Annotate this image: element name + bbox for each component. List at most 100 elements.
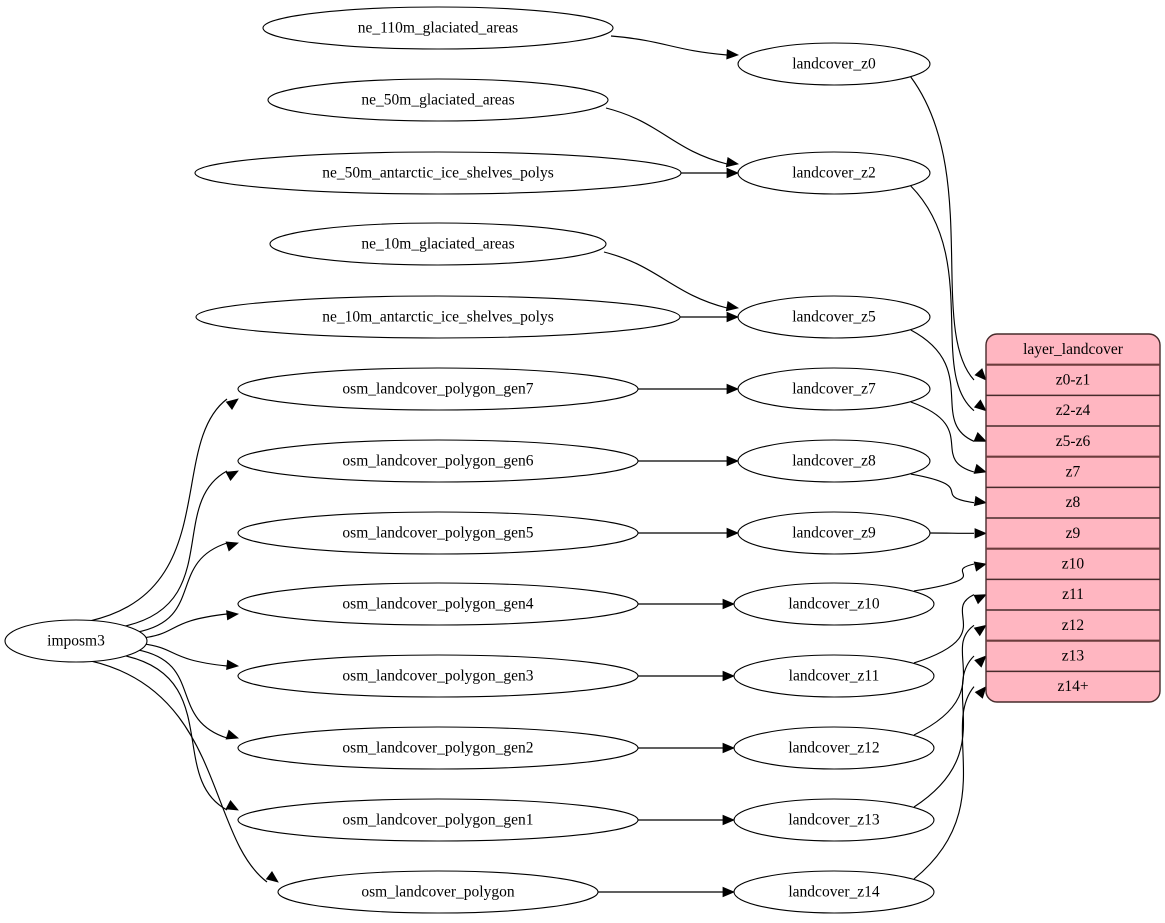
edge-landcover_z0-to-table-row-0 <box>910 76 987 381</box>
node-ne_10m_glaciated_areas[interactable]: ne_10m_glaciated_areas <box>269 222 607 266</box>
node-osm_landcover_polygon_gen3[interactable]: osm_landcover_polygon_gen3 <box>237 654 639 698</box>
node-ne_50m_glaciated_areas[interactable]: ne_50m_glaciated_areas <box>267 78 609 122</box>
node-landcover_z11[interactable]: landcover_z11 <box>733 654 935 698</box>
node-landcover_z14[interactable]: landcover_z14 <box>733 870 935 914</box>
layer-table-row-label: z8 <box>1066 494 1081 511</box>
node-label: landcover_z9 <box>792 525 876 542</box>
node-imposm3[interactable]: imposm3 <box>4 619 148 663</box>
edge-imposm3-to-osm_landcover_polygon_gen6 <box>123 470 239 628</box>
node-label: osm_landcover_polygon <box>361 884 515 901</box>
edge-osm_landcover_polygon_gen1-to-landcover_z13 <box>638 814 736 826</box>
node-label: ne_50m_glaciated_areas <box>361 92 514 109</box>
node-ne_10m_antarctic_ice_shelves_polys[interactable]: ne_10m_antarctic_ice_shelves_polys <box>195 295 681 339</box>
layer-table-row-z10[interactable]: z10 <box>986 549 1160 580</box>
edge-osm_landcover_polygon_gen6-to-landcover_z8 <box>638 455 740 467</box>
node-label: landcover_z7 <box>792 381 876 398</box>
node-landcover_z13[interactable]: landcover_z13 <box>733 798 935 842</box>
node-label: osm_landcover_polygon_gen6 <box>342 453 533 470</box>
edge-landcover_z11-to-table-row-7 <box>913 594 987 664</box>
node-label: ne_110m_glaciated_areas <box>358 20 518 37</box>
layer-table-row-z2-z4[interactable]: z2-z4 <box>986 395 1160 426</box>
node-osm_landcover_polygon_gen6[interactable]: osm_landcover_polygon_gen6 <box>237 439 639 483</box>
node-landcover_z9[interactable]: landcover_z9 <box>737 511 931 555</box>
node-label: landcover_z11 <box>789 668 880 685</box>
edge-ne_110m_glaciated_areas-to-landcover_z0 <box>610 35 740 60</box>
node-label: ne_10m_antarctic_ice_shelves_polys <box>322 309 554 326</box>
layer-table-row-label: z11 <box>1062 586 1084 603</box>
layer-table-row-z9[interactable]: z9 <box>986 518 1160 549</box>
node-label: landcover_z14 <box>788 884 879 901</box>
node-label: landcover_z5 <box>792 309 876 326</box>
node-landcover_z2[interactable]: landcover_z2 <box>737 151 931 195</box>
node-landcover_z8[interactable]: landcover_z8 <box>737 439 931 483</box>
edge-imposm3-to-osm_landcover_polygon <box>90 660 279 883</box>
node-osm_landcover_polygon_gen7[interactable]: osm_landcover_polygon_gen7 <box>237 367 639 411</box>
layer-table-row-label: z9 <box>1066 525 1081 542</box>
layer-table-row-label: z5-z6 <box>1056 433 1091 450</box>
node-label: landcover_z13 <box>788 812 879 829</box>
node-label: osm_landcover_polygon_gen5 <box>342 525 533 542</box>
edge-osm_landcover_polygon_gen3-to-landcover_z11 <box>638 670 736 682</box>
nodes-layer: imposm3 ne_110m_glaciated_areas ne_50m_gla… <box>4 6 935 914</box>
node-label: landcover_z2 <box>792 165 876 182</box>
edge-landcover_z2-to-table-row-1 <box>910 185 987 412</box>
edge-osm_landcover_polygon_gen7-to-landcover_z7 <box>638 383 740 395</box>
layer-table-row-z5-z6[interactable]: z5-z6 <box>986 426 1160 457</box>
edges-layer <box>89 35 988 898</box>
node-osm_landcover_polygon[interactable]: osm_landcover_polygon <box>277 870 599 914</box>
node-osm_landcover_polygon_gen5[interactable]: osm_landcover_polygon_gen5 <box>237 511 639 555</box>
node-landcover_z7[interactable]: landcover_z7 <box>737 367 931 411</box>
layer-table-row-z0-z1[interactable]: z0-z1 <box>986 365 1160 396</box>
edge-ne_10m_antarctic_ice_shelves_polys-to-landcover_z5 <box>678 311 740 323</box>
node-label: osm_landcover_polygon_gen7 <box>342 381 533 398</box>
edge-osm_landcover_polygon_gen5-to-landcover_z9 <box>638 527 740 539</box>
node-landcover_z5[interactable]: landcover_z5 <box>737 295 931 339</box>
node-label: ne_50m_antarctic_ice_shelves_polys <box>322 165 554 182</box>
layer-table-row-z14+[interactable]: z14+ <box>986 671 1160 702</box>
node-ne_110m_glaciated_areas[interactable]: ne_110m_glaciated_areas <box>262 6 614 50</box>
edge-landcover_z13-to-table-row-9 <box>913 655 987 808</box>
layer-landcover-table[interactable]: layer_landcover z0-z1 z2-z4 z5-z6 z7 z8 z9 z10 z… <box>985 333 1161 703</box>
layer-table-row-z12[interactable]: z12 <box>986 610 1160 641</box>
edge-imposm3-to-osm_landcover_polygon_gen1 <box>123 654 239 811</box>
node-osm_landcover_polygon_gen2[interactable]: osm_landcover_polygon_gen2 <box>237 726 639 770</box>
edge-landcover_z14-to-table-row-10 <box>913 685 987 880</box>
node-label: landcover_z12 <box>788 740 879 757</box>
layer-table-row-label: z0-z1 <box>1056 372 1090 389</box>
node-label: ne_10m_glaciated_areas <box>361 236 514 253</box>
node-osm_landcover_polygon_gen1[interactable]: osm_landcover_polygon_gen1 <box>237 798 639 842</box>
layer-table-row-z13[interactable]: z13 <box>986 641 1160 672</box>
layer-table-header-label: layer_landcover <box>1023 341 1124 358</box>
layer-table-row-label: z12 <box>1062 617 1084 634</box>
node-label: osm_landcover_polygon_gen1 <box>342 812 533 829</box>
layer-table-row-label: z7 <box>1066 464 1081 481</box>
edge-ne_50m_glaciated_areas-to-landcover_z2 <box>605 107 740 168</box>
node-label: imposm3 <box>47 633 105 650</box>
node-landcover_z0[interactable]: landcover_z0 <box>737 42 931 86</box>
layer-table-row-label: z14+ <box>1057 678 1088 695</box>
edge-landcover_z9-to-table-row-5 <box>929 528 988 539</box>
node-osm_landcover_polygon_gen4[interactable]: osm_landcover_polygon_gen4 <box>237 582 639 626</box>
edge-landcover_z5-to-table-row-2 <box>910 329 987 442</box>
node-landcover_z10[interactable]: landcover_z10 <box>733 582 935 626</box>
node-landcover_z12[interactable]: landcover_z12 <box>733 726 935 770</box>
node-label: landcover_z0 <box>792 56 876 73</box>
edge-imposm3-to-osm_landcover_polygon_gen3 <box>142 643 240 670</box>
edge-osm_landcover_polygon-to-landcover_z14 <box>598 886 736 898</box>
edge-osm_landcover_polygon_gen4-to-landcover_z10 <box>638 598 736 610</box>
layer-table-row-label: z13 <box>1062 648 1085 665</box>
node-label: osm_landcover_polygon_gen4 <box>342 596 533 613</box>
edge-imposm3-to-osm_landcover_polygon_gen2 <box>136 649 239 740</box>
node-ne_50m_antarctic_ice_shelves_polys[interactable]: ne_50m_antarctic_ice_shelves_polys <box>194 151 682 195</box>
node-label: landcover_z10 <box>788 596 879 613</box>
edge-imposm3-to-osm_landcover_polygon_gen4 <box>142 610 240 639</box>
edge-osm_landcover_polygon_gen2-to-landcover_z12 <box>638 742 736 754</box>
edge-landcover_z7-to-table-row-3 <box>910 401 987 474</box>
layer-table-header: layer_landcover <box>1023 341 1124 358</box>
layer-table-row-z7[interactable]: z7 <box>986 457 1160 488</box>
layer-table-row-z11[interactable]: z11 <box>986 579 1160 610</box>
edge-imposm3-to-osm_landcover_polygon_gen5 <box>136 541 239 633</box>
layer-table-row-z8[interactable]: z8 <box>986 487 1160 518</box>
